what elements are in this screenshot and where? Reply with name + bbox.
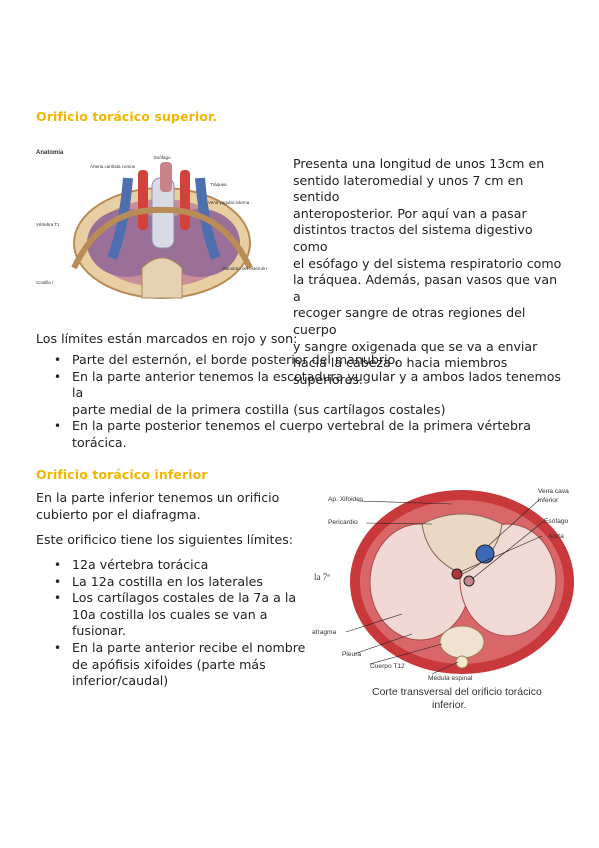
svg-text:Anatomía: Anatomía: [36, 150, 64, 156]
label-esofago: Esófago: [154, 155, 171, 160]
text-line: anteroposterior. Por aquí van a pasar: [293, 205, 527, 221]
list-item: Los cartílagos costales de la 7a a la 10…: [36, 590, 306, 640]
figure-superior-aperture: Anatomía Esófago Tráquea Vena yugular in…: [32, 148, 282, 308]
label-traquea: Tráquea: [210, 182, 227, 187]
label-vena-cava: Vena cava: [538, 488, 569, 495]
figure-caption-line1: Corte transversal del orificio torácico: [372, 686, 542, 698]
label-manubrio: Manubrio del esternón: [222, 266, 267, 271]
section-heading-inferior: Orificio torácico inferior: [36, 467, 208, 482]
label-aorta: Aorta: [548, 533, 564, 540]
superior-limits-list: Parte del esternón, el borde posterior d…: [36, 352, 566, 452]
inferior-intro: En la parte inferior tenemos un orificio…: [36, 490, 280, 522]
list-item: Parte del esternón, el borde posterior d…: [36, 352, 566, 369]
label-pleura: Pleura: [342, 651, 361, 658]
label-arteria: Arteria carótida común: [90, 164, 136, 169]
list-item: La 12a costilla en los laterales: [36, 574, 306, 591]
label-xifoides: Ap. Xifoides: [328, 496, 364, 503]
label-vena-cava-2: inferior: [538, 497, 559, 504]
figure-inferior-aperture: Ap. Xifoides Pericardio Vena cava inferi…: [312, 484, 576, 716]
text-line: recoger sangre de otras regiones del cue…: [293, 305, 526, 337]
label-diafragma: afragma: [312, 629, 337, 636]
label-cuerpo: Cuerpo T12: [370, 663, 405, 670]
text-line: Presenta una longitud de unos 13cm en: [293, 156, 545, 171]
figure-caption-line2: inferior.: [432, 699, 466, 711]
list-item: En la parte anterior recibe el nombre de…: [36, 640, 306, 690]
text-line: y sangre oxigenada que se va a enviar: [293, 338, 538, 354]
list-item: En la parte anterior tenemos la escotadu…: [36, 369, 566, 419]
label-la7: la 7ª: [314, 572, 330, 582]
label-medula: Médula espinal: [428, 675, 473, 682]
section-heading-superior: Orificio torácico superior.: [36, 109, 218, 124]
inferior-limits-list: 12a vértebra torácica La 12a costilla en…: [36, 557, 306, 690]
superior-limits-intro: Los límites están marcados en rojo y son…: [36, 331, 298, 346]
label-vena-yugular: Vena yugular interna: [208, 200, 250, 205]
label-pericardio: Pericardio: [328, 519, 358, 526]
text-line: el esófago y del sistema respiratorio co…: [293, 255, 562, 271]
list-item: En la parte posterior tenemos el cuerpo …: [36, 418, 566, 451]
label-costilla: Costilla I: [36, 280, 53, 285]
text-line: la tráquea. Además, pasan vasos que van …: [293, 272, 558, 304]
inferior-limits-intro: Este orificico tiene los siguientes lími…: [36, 532, 294, 547]
text-line: distintos tractos del sistema digestivo …: [293, 222, 533, 254]
label-esofago: Esófago: [544, 518, 569, 525]
list-item: 12a vértebra torácica: [36, 557, 306, 574]
text-line: sentido lateromedial y unos 7 cm en sent…: [293, 172, 524, 205]
label-vertebra: Vértebra T1: [36, 222, 60, 227]
